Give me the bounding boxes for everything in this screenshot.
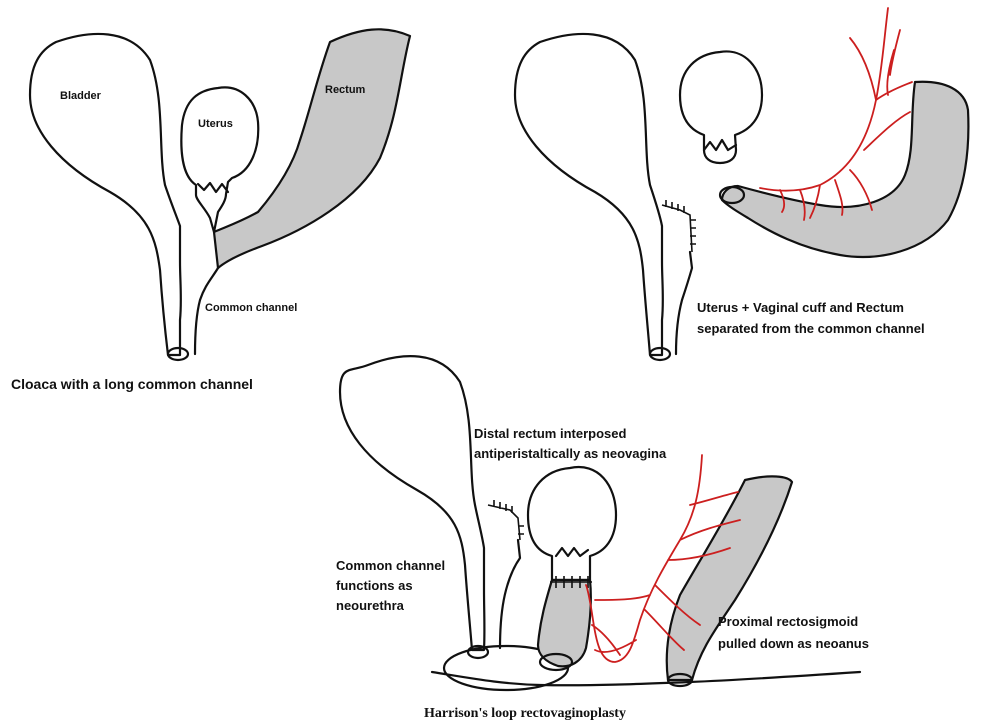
panel-c-uterus — [528, 467, 616, 580]
panel-b-vaginal-cuff — [704, 140, 736, 150]
panel-b-stump-stitches — [662, 200, 696, 252]
panel-b-channel-right — [676, 252, 692, 354]
panel-a-uterus — [181, 87, 258, 232]
panel-c-perineum — [432, 672, 860, 685]
panel-c-neourethra-right — [500, 540, 520, 648]
label-bladder: Bladder — [60, 90, 101, 102]
label-neourethra-line2: functions as — [336, 576, 413, 595]
caption-panel-a: Cloaca with a long common channel — [11, 376, 253, 392]
caption-panel-b-line1: Uterus + Vaginal cuff and Rectum — [697, 298, 904, 317]
caption-panel-b-line2: separated from the common channel — [697, 319, 925, 338]
panel-a-cervix — [198, 183, 228, 192]
panel-b-bladder-channel-outline — [515, 34, 663, 355]
label-neourethra-line1: Common channel — [336, 556, 445, 575]
label-neovagina-line1: Distal rectum interposed — [474, 424, 626, 443]
label-common-channel: Common channel — [205, 302, 297, 314]
panel-b-rectum — [722, 82, 968, 257]
panel-c-neourethra-stitches — [488, 500, 524, 540]
caption-panel-c: Harrison's loop rectovaginoplasty — [424, 706, 626, 722]
panel-c-cervix — [556, 548, 588, 556]
label-neovagina-line2: antiperistaltically as neovagina — [474, 444, 666, 463]
label-neoanus-line2: pulled down as neoanus — [718, 634, 869, 653]
panel-b-uterus — [680, 51, 762, 163]
label-uterus: Uterus — [198, 118, 233, 130]
label-neoanus-line1: Proximal rectosigmoid — [718, 612, 858, 631]
label-neourethra-line3: neourethra — [336, 596, 404, 615]
panel-a-bladder-channel-outline — [30, 34, 181, 355]
label-rectum: Rectum — [325, 84, 365, 96]
panel-c-neovagina-rectum — [538, 580, 591, 666]
panel-a-rectum — [214, 29, 410, 268]
panel-b-vessels — [760, 8, 912, 220]
